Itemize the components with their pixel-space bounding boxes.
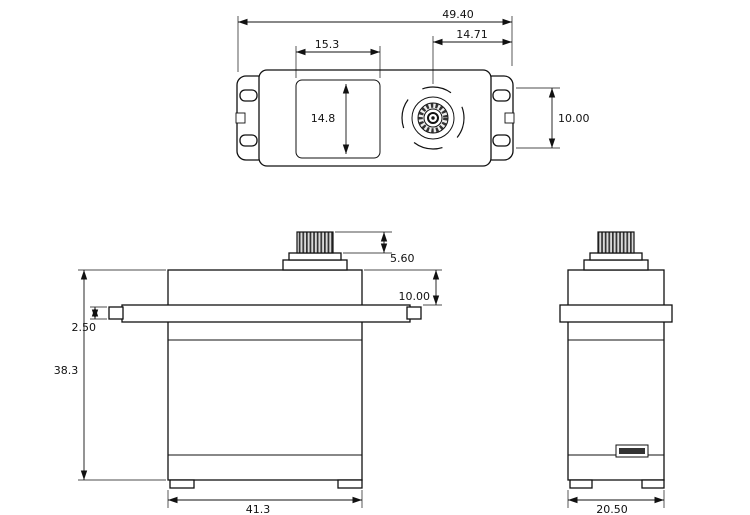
side-flange xyxy=(559,304,673,323)
gear-teeth xyxy=(418,103,448,133)
front-flange-stub-right xyxy=(406,306,422,320)
front-foot-right xyxy=(337,479,363,489)
side-view: 20.50 xyxy=(559,231,673,515)
front-body xyxy=(167,269,363,481)
dim-overall-width: 49.40 xyxy=(237,8,513,72)
dim-label-shaft-offset: 14.71 xyxy=(456,28,488,41)
tab-notch xyxy=(504,112,515,124)
tab-slot xyxy=(239,134,258,147)
dim-label-body-depth: 20.50 xyxy=(596,503,628,515)
side-shaft-base xyxy=(583,259,649,271)
dim-rect-width: 15.3 xyxy=(295,38,381,78)
top-body xyxy=(258,69,492,167)
front-spline-gear xyxy=(296,231,334,254)
tab-slot xyxy=(492,89,511,102)
dim-label-overall-width: 49.40 xyxy=(442,8,474,21)
output-shaft xyxy=(401,86,465,150)
front-shaft-base xyxy=(282,259,348,271)
dim-tab-slot-height: 10.00 xyxy=(516,87,590,149)
dim-rect-height: 14.8 xyxy=(311,84,350,154)
cable-exit-slot xyxy=(619,448,645,454)
shaft-outer-arc xyxy=(401,86,465,150)
front-view: 5.60 10.00 2.50 38.3 41.3 xyxy=(54,231,442,515)
dim-shaft-height: 10.00 xyxy=(364,269,442,306)
tab-slot xyxy=(239,89,258,102)
dim-label-body-height: 38.3 xyxy=(54,364,79,377)
dim-label-body-width: 41.3 xyxy=(246,503,271,515)
dim-body-width: 41.3 xyxy=(167,490,363,515)
dim-spline-height: 5.60 xyxy=(335,231,415,265)
dim-body-height: 38.3 xyxy=(54,269,166,481)
dim-label-shaft-height: 10.00 xyxy=(399,290,431,303)
front-foot-left xyxy=(169,479,195,489)
side-foot-right xyxy=(641,479,665,489)
top-view: 49.40 15.3 14.71 14.8 10.00 xyxy=(235,8,590,167)
side-spline-gear xyxy=(597,231,635,254)
top-inner-rect xyxy=(295,79,381,159)
side-foot-left xyxy=(569,479,593,489)
dim-flange-thickness: 2.50 xyxy=(72,306,107,334)
dim-label-tab-slot-height: 10.00 xyxy=(558,112,590,125)
shaft-center xyxy=(431,116,435,120)
front-shaft-hub xyxy=(288,252,342,261)
front-flange-stub-left xyxy=(108,306,124,320)
dim-label-spline-height: 5.60 xyxy=(390,252,415,265)
tab-notch xyxy=(235,112,246,124)
tab-slot xyxy=(492,134,511,147)
dim-shaft-offset: 14.71 xyxy=(432,28,512,84)
dim-body-depth: 20.50 xyxy=(567,490,665,515)
dim-label-rect-width: 15.3 xyxy=(315,38,340,51)
front-flange xyxy=(121,304,411,323)
side-shaft-hub xyxy=(589,252,643,261)
dim-label-rect-height: 14.8 xyxy=(311,112,336,125)
